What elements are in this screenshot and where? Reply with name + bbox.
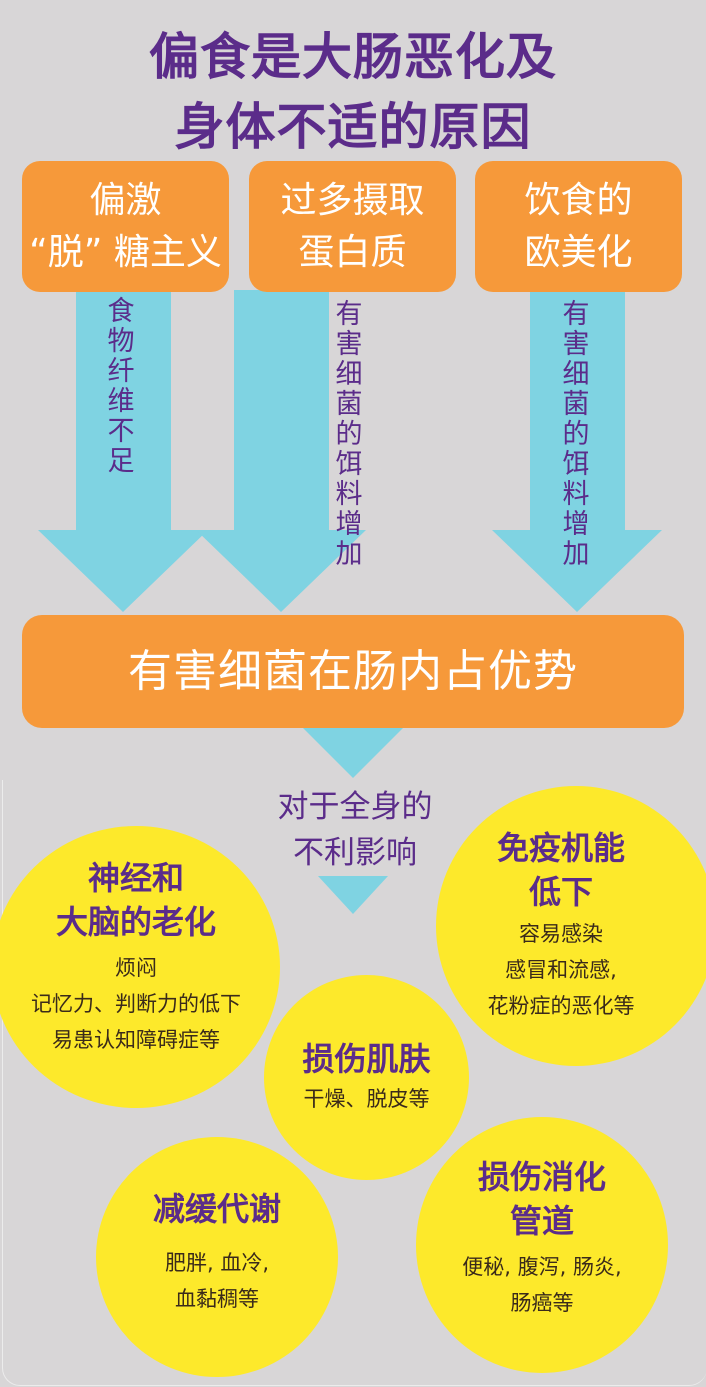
effect-title: 低下 xyxy=(528,873,593,911)
effects-label-line-2: 不利影响 xyxy=(293,835,417,871)
effect-desc: 肥胖, 血冷, xyxy=(164,1251,270,1275)
effect-circle-slow-metabolism: 减缓代谢 肥胖, 血冷, 血黏稠等 xyxy=(96,1137,338,1377)
down-triangle-icon xyxy=(318,876,388,914)
main-result-box: 有害细菌在肠内占优势 xyxy=(22,615,684,728)
down-triangle-icon xyxy=(303,728,403,778)
down-arrow-icon xyxy=(38,290,208,612)
effect-desc: 容易感染 xyxy=(519,922,603,946)
arrow-label-fiber-deficiency: 食物纤维不足 xyxy=(107,296,135,477)
cause-line-1: 偏激 xyxy=(89,179,162,221)
cause-box-sugar-free: 偏激 “脱” 糖主义 xyxy=(22,161,229,292)
effects-label: 对于全身的 不利影响 xyxy=(250,784,460,876)
effect-desc: 便秘, 腹泻, 肠炎, xyxy=(462,1255,622,1279)
cause-line-2: “脱” 糖主义 xyxy=(29,231,222,273)
arrow-label-bacteria-food: 有害细菌的饵料增加 xyxy=(335,299,363,570)
effects-label-line-1: 对于全身的 xyxy=(277,789,433,825)
cause-line-1: 过多摄取 xyxy=(280,179,425,221)
effect-circle-digestive-damage: 损伤消化 管道 便秘, 腹泻, 肠炎, 肠癌等 xyxy=(416,1117,668,1373)
effect-title: 减缓代谢 xyxy=(152,1190,281,1228)
effect-desc: 血黏稠等 xyxy=(175,1287,259,1311)
arrow-label-bacteria-food: 有害细菌的饵料增加 xyxy=(562,299,590,570)
title-line-1: 偏食是大肠恶化及 xyxy=(149,28,557,86)
effect-title: 损伤肌肤 xyxy=(302,1040,431,1078)
title-line-2: 身体不适的原因 xyxy=(174,98,532,156)
effect-title: 管道 xyxy=(509,1202,574,1240)
down-arrow-icon xyxy=(492,290,662,612)
effect-desc: 花粉症的恶化等 xyxy=(487,994,635,1018)
cause-box-westernized-diet: 饮食的 欧美化 xyxy=(475,161,682,292)
effect-title: 神经和 xyxy=(87,859,184,897)
cause-box-excess-protein: 过多摄取 蛋白质 xyxy=(249,161,456,292)
effect-title: 大脑的老化 xyxy=(55,903,216,941)
effect-desc: 干燥、脱皮等 xyxy=(303,1087,430,1111)
effect-desc: 易患认知障碍症等 xyxy=(52,1028,220,1052)
effect-desc: 烦闷 xyxy=(115,956,157,980)
effect-circle-brain-aging: 神经和 大脑的老化 烦闷 记忆力、判断力的低下 易患认知障碍症等 xyxy=(0,826,280,1108)
effect-circle-immune-decline: 免疫机能 低下 容易感染 感冒和流感, 花粉症的恶化等 xyxy=(436,786,706,1066)
cause-line-2: 蛋白质 xyxy=(298,231,407,273)
effect-circle-skin-damage: 损伤肌肤 干燥、脱皮等 xyxy=(264,975,469,1180)
effect-desc: 感冒和流感, xyxy=(505,958,617,982)
down-arrow-icon xyxy=(196,290,366,612)
effect-title: 免疫机能 xyxy=(496,829,625,867)
cause-line-1: 饮食的 xyxy=(524,179,633,221)
cause-line-2: 欧美化 xyxy=(524,231,633,273)
effect-desc: 肠癌等 xyxy=(510,1291,574,1315)
effect-desc: 记忆力、判断力的低下 xyxy=(31,992,241,1016)
effect-title: 损伤消化 xyxy=(477,1158,606,1196)
